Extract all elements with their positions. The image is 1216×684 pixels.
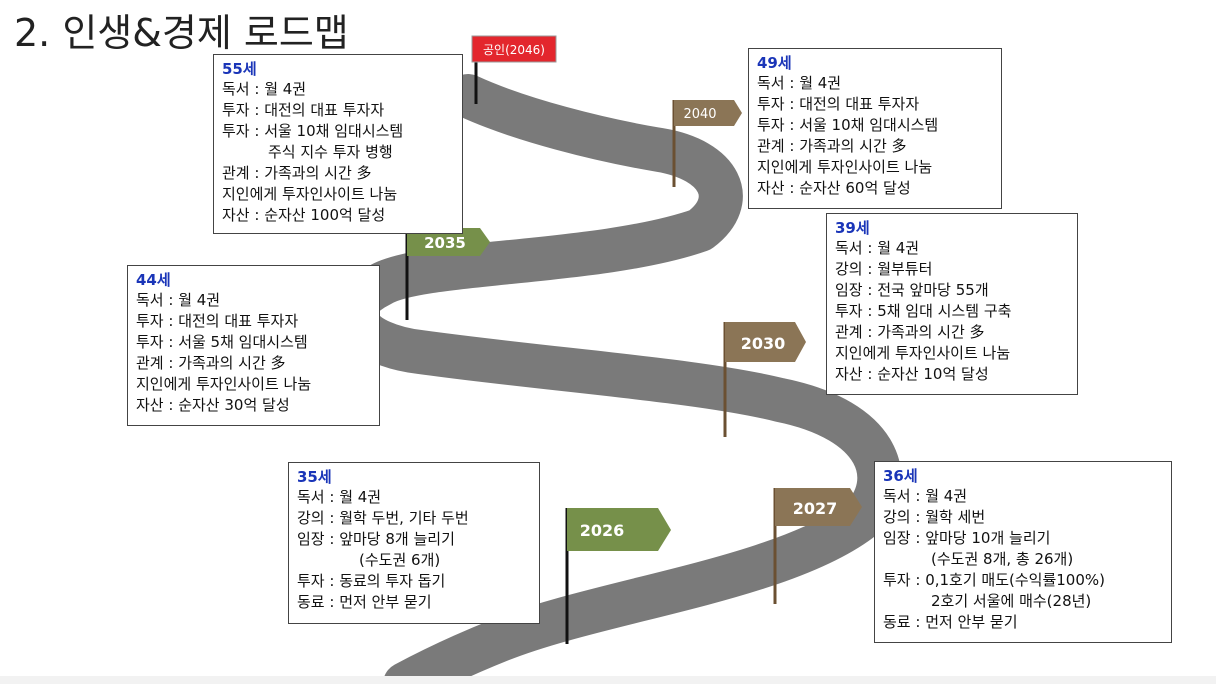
bottom-strip — [0, 676, 1216, 684]
flag-2035-label: 2035 — [424, 234, 466, 252]
flag-2027: 2027 — [773, 488, 862, 604]
milestone-line: 강의 : 월학 두번, 기타 두번 — [297, 509, 469, 527]
milestone-line: 2호기 서울에 매수(28년) — [931, 592, 1092, 610]
milestone-box-49: 49세 독서 : 월 4권 투자 : 대전의 대표 투자자 투자 : 서울 10… — [748, 48, 1002, 209]
flag-2027-label: 2027 — [793, 499, 838, 518]
milestone-line: 투자 : 동료의 투자 돕기 — [297, 572, 446, 590]
flag-2035: 2035 — [405, 228, 490, 320]
age-label: 39세 — [835, 219, 870, 237]
milestone-box-44: 44세 독서 : 월 4권 투자 : 대전의 대표 투자자 투자 : 서울 5채… — [127, 265, 380, 426]
flag-2040-label: 2040 — [683, 107, 716, 122]
flag-2046: 공인(2046) — [471, 35, 557, 104]
milestone-line: 독서 : 월 4권 — [835, 239, 920, 257]
page-title: 2. 인생&경제 로드맵 — [14, 11, 349, 55]
milestone-line: 독서 : 월 4권 — [757, 74, 842, 92]
milestone-line: 자산 : 순자산 30억 달성 — [136, 396, 290, 414]
milestone-line: 동료 : 먼저 안부 묻기 — [297, 593, 432, 611]
age-label: 36세 — [883, 467, 918, 485]
milestone-line: 독서 : 월 4권 — [222, 80, 307, 98]
milestone-line: 임장 : 전국 앞마당 55개 — [835, 281, 989, 299]
milestone-line: 투자 : 대전의 대표 투자자 — [222, 101, 385, 119]
milestone-line: 관계 : 가족과의 시간 多 — [136, 354, 286, 372]
milestone-line: 자산 : 순자산 60억 달성 — [757, 179, 911, 197]
milestone-line: 투자 : 서울 10채 임대시스템 — [757, 116, 939, 134]
milestone-box-39: 39세 독서 : 월 4권 강의 : 월부튜터 임장 : 전국 앞마당 55개 … — [826, 213, 1078, 395]
milestone-line: 관계 : 가족과의 시간 多 — [757, 137, 907, 155]
flag-2040: 2040 — [672, 100, 742, 187]
milestone-line: 강의 : 월부튜터 — [835, 260, 933, 278]
flag-2030-label: 2030 — [741, 334, 786, 353]
milestone-line: 자산 : 순자산 100억 달성 — [222, 206, 386, 224]
milestone-line: 임장 : 앞마당 8개 늘리기 — [297, 530, 455, 548]
road — [332, 74, 902, 684]
milestone-line: 지인에게 투자인사이트 나눔 — [136, 375, 312, 393]
flag-2046-label: 공인(2046) — [483, 43, 545, 57]
milestone-line: (수도권 6개) — [359, 551, 441, 569]
flag-2026: 2026 — [565, 508, 671, 644]
milestone-line: 지인에게 투자인사이트 나눔 — [222, 185, 398, 203]
milestone-line: 동료 : 먼저 안부 묻기 — [883, 613, 1018, 631]
milestone-line: 지인에게 투자인사이트 나눔 — [757, 158, 933, 176]
flag-2026-label: 2026 — [580, 521, 625, 540]
milestone-line: (수도권 8개, 총 26개) — [931, 550, 1074, 568]
milestone-box-36: 36세 독서 : 월 4권 강의 : 월학 세번 임장 : 앞마당 10개 늘리… — [874, 461, 1172, 643]
milestone-box-35: 35세 독서 : 월 4권 강의 : 월학 두번, 기타 두번 임장 : 앞마당… — [288, 462, 540, 624]
milestone-line: 투자 : 0,1호기 매도(수익률100%) — [883, 571, 1106, 589]
milestone-line: 독서 : 월 4권 — [136, 291, 221, 309]
milestone-line: 관계 : 가족과의 시간 多 — [835, 323, 985, 341]
milestone-line: 독서 : 월 4권 — [883, 487, 968, 505]
flag-2030: 2030 — [723, 322, 806, 437]
milestone-line: 임장 : 앞마당 10개 늘리기 — [883, 529, 1051, 547]
milestone-box-55: 55세 독서 : 월 4권 투자 : 대전의 대표 투자자 투자 : 서울 10… — [213, 54, 463, 234]
milestone-line: 투자 : 서울 5채 임대시스템 — [136, 333, 308, 351]
milestone-line: 자산 : 순자산 10억 달성 — [835, 365, 989, 383]
milestone-line: 독서 : 월 4권 — [297, 488, 382, 506]
milestone-line: 투자 : 서울 10채 임대시스템 — [222, 122, 404, 140]
milestone-line: 주식 지수 투자 병행 — [268, 143, 393, 161]
milestone-line: 지인에게 투자인사이트 나눔 — [835, 344, 1011, 362]
age-label: 44세 — [136, 271, 171, 289]
age-label: 35세 — [297, 468, 332, 486]
milestone-line: 투자 : 5채 임대 시스템 구축 — [835, 302, 1012, 320]
milestone-line: 투자 : 대전의 대표 투자자 — [136, 312, 299, 330]
age-label: 55세 — [222, 60, 257, 78]
milestone-line: 투자 : 대전의 대표 투자자 — [757, 95, 920, 113]
age-label: 49세 — [757, 54, 792, 72]
milestone-line: 관계 : 가족과의 시간 多 — [222, 164, 372, 182]
milestone-line: 강의 : 월학 세번 — [883, 508, 986, 526]
